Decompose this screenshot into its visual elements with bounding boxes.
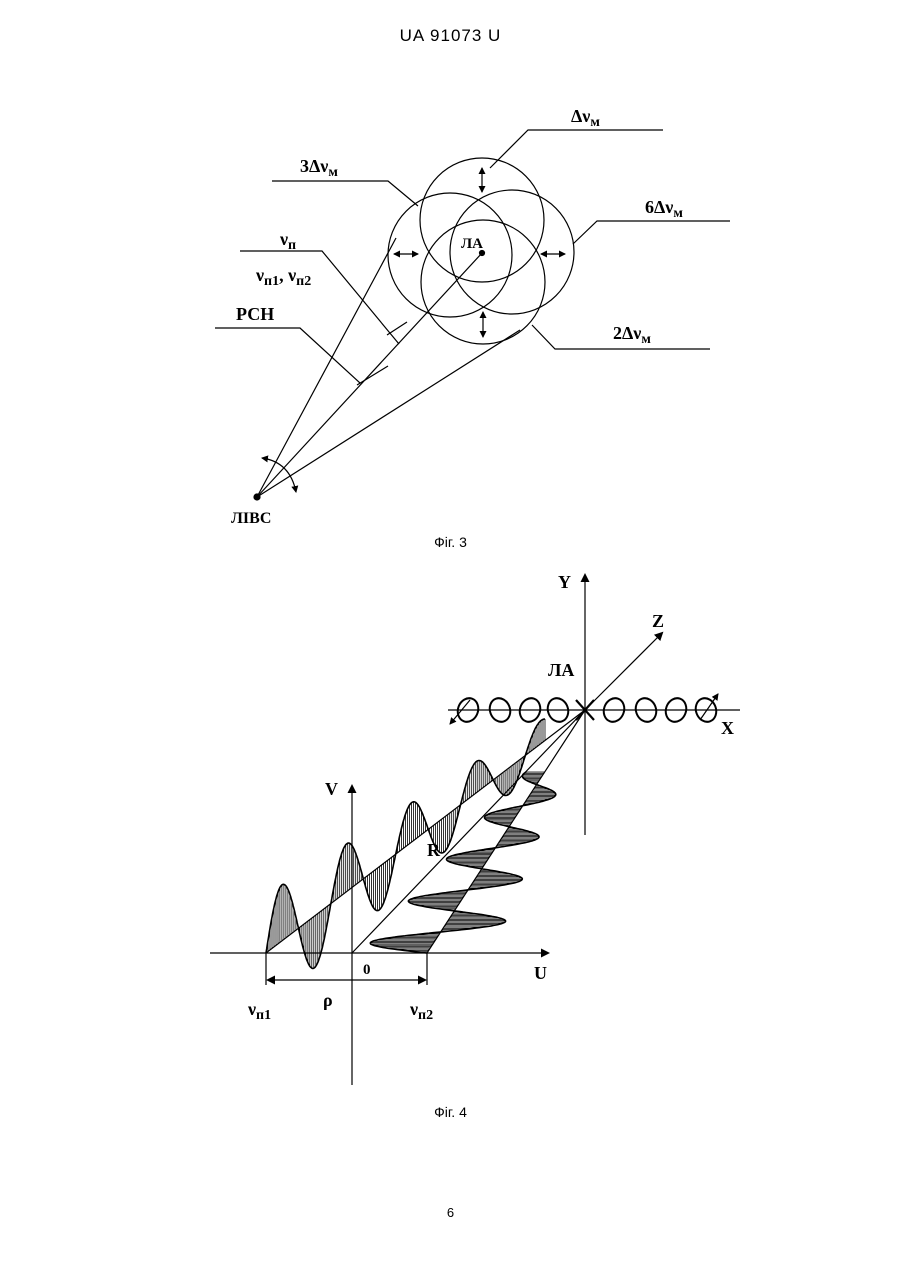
label-la-4: ЛА [548,660,574,680]
label-livs: ЛІВС [231,510,271,527]
label-3-delta-nu-m: 3Δνм [300,156,338,180]
leader-rsn [215,328,360,383]
label-nu-n1-n2: νп1, νп2 [255,265,311,289]
label-axis-x: X [721,718,734,738]
figure-4-caption: Фіг. 4 [0,1104,901,1120]
tick-1 [357,366,388,385]
figure-3-caption: Фіг. 3 [0,534,901,550]
figure-3 [215,130,730,500]
livs-point [254,494,260,500]
leader-dv [490,130,663,168]
label-axis-v: V [325,779,338,799]
label-2-delta-nu-m: 2Δνм [613,323,651,347]
label-zero: 0 [363,962,371,978]
label-6-delta-nu-m: 6Δνм [645,197,683,221]
label-nu-n1-4: νп1 [247,999,271,1023]
page-number: 6 [0,1205,901,1220]
axis-z [585,633,662,710]
label-la: ЛА [461,236,483,252]
label-axis-y: Y [558,572,571,592]
label-axis-z: Z [652,611,664,631]
label-axis-u: U [534,963,547,983]
label-delta-nu-m: Δνм [571,106,600,130]
leader-6dv [573,221,730,244]
label-rsn: РСН [236,304,274,324]
leader-3dv [272,181,418,206]
figure-4 [210,575,740,1085]
wave-vertical-oscillation [266,719,545,968]
label-r: R [427,840,441,860]
label-rho: ρ [323,990,333,1010]
label-nu-n: νп [279,229,296,253]
label-nu-n2-4: νп2 [409,999,433,1023]
